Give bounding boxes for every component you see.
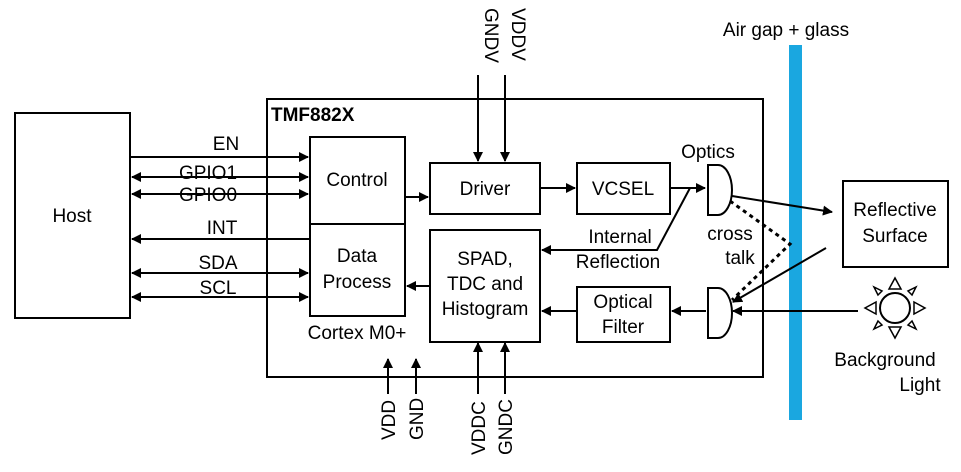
vddv-label: VDDV bbox=[507, 8, 528, 61]
internal-reflection-label-2: Reflection bbox=[576, 252, 661, 273]
air-gap-label: Air gap + glass bbox=[723, 20, 849, 41]
control-label: Control bbox=[326, 170, 387, 191]
vcsel-label: VCSEL bbox=[592, 179, 654, 200]
scl-label: SCL bbox=[200, 278, 237, 299]
optical-filter-block bbox=[576, 286, 671, 343]
gpio0-label: GPIO0 bbox=[179, 185, 237, 206]
reflective-surface-label-2: Surface bbox=[862, 226, 927, 247]
vcsel-block bbox=[576, 162, 671, 215]
data-process-block bbox=[309, 223, 406, 317]
glass-bar bbox=[789, 45, 802, 420]
optical-filter-label-1: Optical bbox=[593, 292, 652, 313]
cross-talk-path bbox=[729, 199, 793, 302]
gnd-label: GND bbox=[407, 398, 428, 440]
optical-filter-label-2: Filter bbox=[602, 317, 645, 338]
gndc-label: GNDC bbox=[496, 399, 517, 455]
cortex-label: Cortex M0+ bbox=[308, 323, 407, 344]
cross-talk-label-1: cross bbox=[707, 224, 752, 245]
background-light-label-2: Light bbox=[899, 375, 941, 396]
sun-icon bbox=[863, 276, 927, 340]
emitter-lens bbox=[707, 164, 733, 216]
vddc-label: VDDC bbox=[469, 401, 490, 455]
gpio1-label: GPIO1 bbox=[179, 163, 237, 184]
gndv-label: GNDV bbox=[480, 8, 501, 63]
emit-to-surface-arrow bbox=[731, 195, 833, 216]
spad-label-1: SPAD, bbox=[457, 249, 513, 270]
reflective-surface-label-1: Reflective bbox=[853, 200, 936, 221]
spad-label-2: TDC and bbox=[447, 274, 523, 295]
chip-title: TMF882X bbox=[271, 105, 355, 126]
receiver-lens bbox=[707, 287, 733, 339]
int-label: INT bbox=[207, 218, 238, 239]
vdd-label: VDD bbox=[379, 400, 400, 440]
en-label: EN bbox=[213, 134, 239, 155]
internal-reflection-arrow bbox=[541, 187, 691, 255]
host-label: Host bbox=[52, 206, 92, 227]
host-block bbox=[14, 112, 131, 319]
cross-talk-label-2: talk bbox=[725, 248, 755, 269]
sda-label: SDA bbox=[198, 253, 237, 274]
reflective-surface-block bbox=[842, 180, 949, 268]
data-process-label-2: Process bbox=[323, 272, 392, 293]
internal-reflection-label-1: Internal bbox=[588, 227, 651, 248]
spad-label-3: Histogram bbox=[442, 299, 529, 320]
optics-label: Optics bbox=[681, 142, 735, 163]
background-light-label-1: Background bbox=[834, 350, 935, 371]
surface-to-receiver-arrow bbox=[732, 247, 827, 303]
data-process-label-1: Data bbox=[337, 246, 378, 267]
driver-label: Driver bbox=[460, 179, 511, 200]
